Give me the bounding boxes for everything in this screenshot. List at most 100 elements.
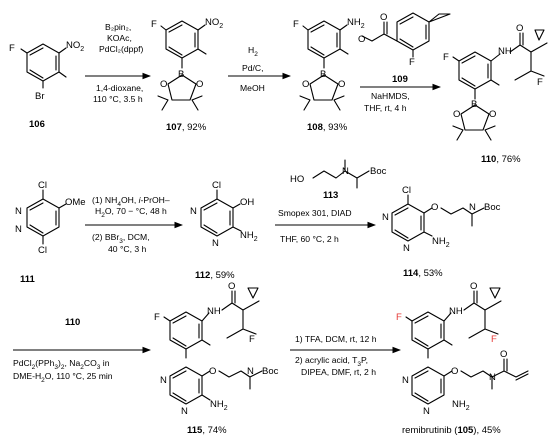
condition-line: 40 °C, 3 h [108,244,147,254]
compound-106: F NO2 Br 106 [9,40,84,130]
atom-Boc: Boc [370,166,387,177]
atom-OH: OH [240,197,254,208]
atom-NH2: NH2 [347,17,365,30]
atom-O: O [500,349,507,360]
atom-N: N [160,375,167,386]
atom-N: N [423,406,430,417]
atom-N: N [181,406,188,417]
atom-O: O [453,109,460,120]
compound-number: 106 [29,119,45,130]
atom-O: O [470,281,477,292]
atom-O: O [358,34,365,45]
atom-N: N [489,372,496,383]
atom-O: O [196,79,203,90]
atom-N: N [15,206,22,217]
atom-F: F [9,43,15,54]
compound-label: 110, 76% [481,154,521,165]
atom-O: O [431,202,438,213]
conditions-5: Smopex 301, DIAD THF, 60 °C, 2 h [278,208,352,244]
compound-label: 114, 53% [403,268,443,279]
compound-111: Cl OMe N N Cl 111 [15,180,86,285]
condition-line: B₂pin₂, [105,22,131,32]
atom-F: F [491,334,497,345]
atom-Boc: Boc [262,366,279,377]
atom-F: F [537,77,543,88]
conditions-2: H2 Pd/C, MeOH [240,45,265,93]
atom-O: O [209,366,216,377]
atom-F: F [293,19,299,30]
compound-label: 112, 59% [195,270,235,281]
atom-O: O [451,366,458,377]
atom-N: N [382,212,389,223]
compound-label: 115, 74% [187,425,227,436]
condition-line: NaHMDS, [371,91,410,101]
conditions-4: (1) NH4OH, i-PrOH– H2O, 70 − °C, 48 h (2… [92,195,170,254]
condition-line: 1,4-dioxane, [96,83,143,93]
atom-NH: NH [207,306,221,317]
atom-O: O [338,79,345,90]
condition-line: THF, rt, 4 h [364,103,407,113]
condition-line: Smopex 301, DIAD [278,208,352,218]
compound-105-remibrutinib: F NH O F O N O N N NH2 remibrutinib (105… [396,281,529,436]
condition-line: (2) BBr3, DCM, [92,232,150,245]
condition-line: PdCl₂(dppf) [99,44,144,54]
condition-line: (1) NH4OH, i-PrOH– [92,195,170,208]
compound-label: 107, 92% [166,122,207,133]
compound-108: F NH2 B O O 108, 93% [293,17,365,133]
conditions-6: PdCl2(PPh3)2, Na2CO3 in DME-H2O, 110 °C,… [13,358,113,384]
conditions-3: NaHMDS, THF, rt, 4 h [364,91,410,113]
compound-115: F NH O F O N Boc N N NH2 115, 74% [154,281,279,436]
atom-Cl: Cl [212,180,221,191]
atom-NO2: NO2 [66,40,84,53]
atom-N: N [469,202,476,213]
atom-NH: NH [449,306,463,317]
compound-107: F NO2 B O O 107, 92% [151,17,223,133]
atom-Cl: Cl [38,180,47,191]
condition-line: 110 °C, 3.5 h [93,94,143,104]
compound-number: 113 [323,190,338,201]
atom-O: O [160,79,167,90]
compound-label: 108, 93% [307,122,348,133]
compound-110: F NH O F B O O 110, 76% [443,23,548,165]
atom-NO2: NO2 [205,17,223,30]
condition-line: KOAc, [107,33,132,43]
atom-F: F [154,312,160,323]
atom-N: N [212,238,219,249]
atom-N: N [15,224,22,235]
atom-B: B [178,69,184,80]
atom-N: N [403,243,410,254]
atom-Br: Br [35,91,45,102]
condition-line: DIPEA, DMF, rt, 2 h [301,367,376,377]
atom-F: F [409,57,415,68]
atom-O: O [516,23,523,34]
condition-line: MeOH [240,83,265,93]
atom-O: O [489,109,496,120]
compound-113: HO N Boc 113 [290,159,387,201]
condition-line: 1) TFA, DCM, rt, 12 h [295,334,377,344]
atom-NH: NH [498,46,512,57]
condition-line: THF, 60 °C, 2 h [280,234,339,244]
atom-N: N [247,366,254,377]
compound-112: Cl OH N N NH2 112, 59% [190,180,258,281]
atom-F: F [443,52,449,63]
atom-O: O [302,79,309,90]
compound-label: remibrutinib (105), 45% [402,425,501,436]
atom-Cl: Cl [38,245,47,256]
condition-line: Pd/C, [242,63,264,73]
condition-line: DME-H2O, 110 °C, 25 min [13,371,113,384]
atom-NH2: NH2 [432,236,450,249]
atom-N: N [190,206,197,217]
conditions-7: 1) TFA, DCM, rt, 12 h 2) acrylic acid, T… [295,334,377,377]
atom-O: O [380,12,387,23]
atom-NH2: NH2 [240,230,258,243]
condition-line: PdCl2(PPh3)2, Na2CO3 in [13,358,110,371]
condition-line: H2 [248,45,258,58]
atom-N: N [402,375,409,386]
compound-114: Cl O N Boc N N NH2 114, 53% [382,185,501,279]
atom-B: B [320,69,326,80]
conditions-1: B₂pin₂, KOAc, PdCl₂(dppf) 1,4-dioxane, 1… [93,22,144,104]
atom-F: F [249,334,255,345]
condition-line: H2O, 70 − °C, 48 h [95,206,167,219]
